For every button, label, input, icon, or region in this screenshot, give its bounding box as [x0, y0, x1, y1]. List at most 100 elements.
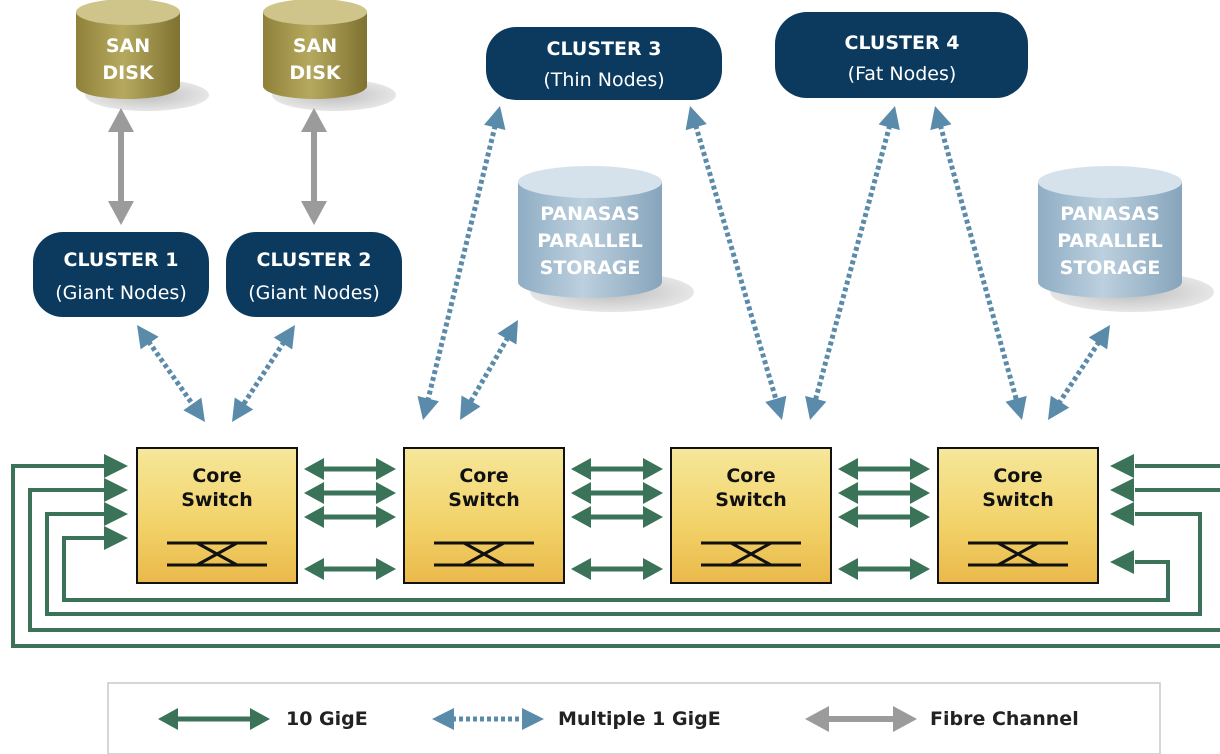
fibre-channel-link-1	[108, 108, 134, 225]
core-switch-3-line1: Core	[726, 465, 775, 487]
arrowhead-icon	[805, 706, 829, 732]
ten-gige-link-3-3	[838, 506, 930, 528]
panasas-storage-2: PANASAS PARALLEL STORAGE	[1038, 166, 1214, 312]
arrowhead-icon	[643, 558, 663, 580]
arrowhead-icon	[571, 558, 591, 580]
arrowhead-icon	[571, 482, 591, 504]
panasas-2-line3: STORAGE	[1060, 257, 1161, 279]
bus-loop-2	[28, 488, 1220, 632]
connection-arrows	[108, 106, 1110, 580]
arrowhead-icon	[643, 506, 663, 528]
gige-link-storage2-switch4	[1048, 325, 1110, 420]
gige-link-cluster2-switch1	[232, 325, 295, 422]
gige-link-cluster1-switch1	[137, 325, 205, 422]
arrowhead-icon	[1005, 395, 1027, 420]
bus-loop-1	[11, 464, 1220, 648]
core-switch-1-line2: Switch	[181, 489, 253, 511]
switch-symbol-icon	[434, 541, 534, 567]
gige-link-cluster3-switch3	[685, 106, 787, 420]
loop-arrowhead-left-2	[104, 478, 128, 502]
core-switch-3-line2: Switch	[715, 489, 787, 511]
arrowhead-icon	[304, 482, 324, 504]
cluster-3-title: CLUSTER 3	[547, 38, 662, 60]
arrowhead-icon	[838, 506, 858, 528]
arrowhead-icon	[765, 395, 787, 420]
arrowhead-icon	[108, 108, 134, 132]
arrowhead-icon	[376, 506, 396, 528]
arrowhead-icon	[108, 201, 134, 225]
panasas-1-line3: STORAGE	[540, 257, 641, 279]
san-disk-1-line1: SAN	[106, 35, 150, 57]
san-disk-1: SAN DISK	[76, 0, 209, 111]
arrowhead-icon	[376, 458, 396, 480]
cluster-3-subtitle: (Thin Nodes)	[543, 69, 664, 91]
core-switch-1-line1: Core	[192, 465, 241, 487]
arrowhead-icon	[805, 395, 827, 420]
arrowhead-icon	[1048, 395, 1070, 420]
switch-symbol-icon	[167, 541, 267, 567]
san-disk-2-line2: DISK	[289, 62, 342, 84]
loop-arrowhead-left-3	[104, 502, 128, 526]
arrowhead-icon	[838, 458, 858, 480]
arrowhead-icon	[304, 558, 324, 580]
arrowhead-icon	[304, 458, 324, 480]
core-switch-4-line2: Switch	[982, 489, 1054, 511]
arrow-shaft	[1056, 340, 1102, 405]
legend-10gige-label: 10 GigE	[286, 708, 368, 730]
cluster-1: CLUSTER 1 (Giant Nodes)	[33, 232, 209, 317]
arrowhead-icon	[685, 106, 707, 131]
arrowhead-icon	[417, 396, 439, 420]
arrowhead-icon	[301, 108, 327, 132]
core-switch-1: Core Switch	[136, 447, 298, 584]
core-switch-4: Core Switch	[937, 447, 1099, 584]
legend-arrows	[158, 706, 917, 732]
legend-fibre-label: Fibre Channel	[930, 708, 1079, 730]
san-disk-1-line2: DISK	[102, 62, 155, 84]
ten-gige-link-1-2	[304, 482, 396, 504]
arrow-shaft	[240, 340, 287, 407]
switch-symbol-icon	[968, 541, 1068, 567]
cluster-2-subtitle: (Giant Nodes)	[248, 282, 380, 304]
gige-link-storage1-switch2	[460, 320, 518, 420]
legend-multi-gige-arrow	[432, 708, 544, 730]
san-disk-2-line1: SAN	[293, 35, 337, 57]
arrowhead-icon	[183, 397, 205, 422]
cluster-4: CLUSTER 4 (Fat Nodes)	[775, 12, 1028, 98]
fibre-channel-link-2	[301, 108, 327, 225]
ten-gige-link-2-4	[571, 558, 663, 580]
arrowhead-icon	[376, 558, 396, 580]
arrowhead-icon	[484, 106, 506, 130]
legend-multi-gige-label: Multiple 1 GigE	[558, 708, 721, 730]
arrowhead-icon	[460, 395, 481, 420]
arrowhead-icon	[376, 482, 396, 504]
arrow-shaft	[812, 124, 893, 402]
ten-gige-link-2-1	[571, 458, 663, 480]
cluster-4-subtitle: (Fat Nodes)	[848, 63, 957, 85]
arrowhead-icon	[232, 397, 254, 422]
arrowhead-icon	[893, 706, 917, 732]
core-switch-4-line1: Core	[993, 465, 1042, 487]
core-switch-3: Core Switch	[670, 447, 832, 584]
arrowhead-icon	[910, 482, 930, 504]
gige-link-cluster3-switch2	[417, 106, 506, 420]
arrowhead-icon	[522, 708, 544, 730]
loop-arrowhead-right-2	[1110, 478, 1134, 502]
ten-gige-link-1-4	[304, 558, 396, 580]
arrowhead-icon	[930, 106, 952, 131]
arrowhead-icon	[250, 708, 270, 730]
ten-gige-link-3-2	[838, 482, 930, 504]
cluster-2-title: CLUSTER 2	[257, 249, 372, 271]
bus-loop-arrowheads	[104, 454, 1134, 574]
switch-symbol-icon	[701, 541, 801, 567]
arrowhead-icon	[304, 506, 324, 528]
ten-gige-link-1-3	[304, 506, 396, 528]
ten-gige-link-2-3	[571, 506, 663, 528]
arrowhead-icon	[571, 506, 591, 528]
loop-arrowhead-left-4	[104, 526, 128, 550]
arrowhead-icon	[158, 708, 178, 730]
arrowhead-icon	[497, 320, 518, 345]
ten-gige-bus-loops	[11, 464, 1220, 648]
loop-arrowhead-right-1	[1110, 454, 1134, 478]
ten-gige-link-3-4	[838, 558, 930, 580]
